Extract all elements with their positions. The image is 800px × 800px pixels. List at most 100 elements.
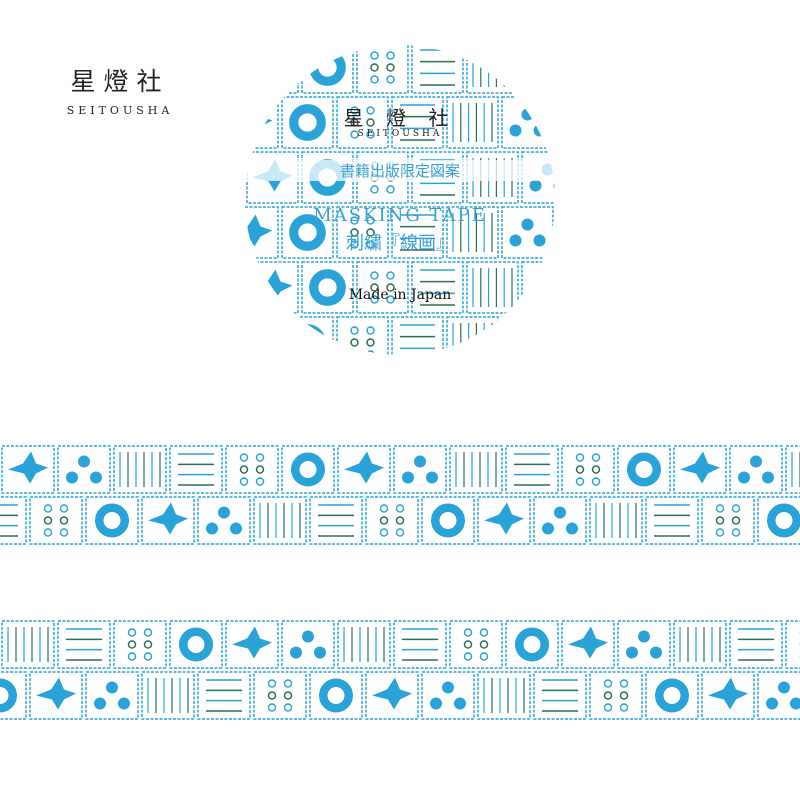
dot-icon bbox=[127, 652, 137, 661]
stitched-tile bbox=[197, 671, 251, 720]
stitched-tile bbox=[561, 445, 615, 494]
stitched-tile bbox=[391, 316, 444, 355]
dot-icon bbox=[302, 630, 314, 643]
stitched-tile bbox=[141, 671, 195, 720]
ring-icon bbox=[515, 627, 549, 662]
ring-icon bbox=[431, 503, 465, 538]
dot-icon bbox=[430, 697, 442, 710]
stitched-tile bbox=[785, 445, 800, 494]
stitched-tile bbox=[57, 620, 111, 669]
dot-icon bbox=[521, 218, 534, 231]
stitched-tile bbox=[245, 316, 279, 355]
bird-icon bbox=[245, 324, 273, 355]
stitched-tile bbox=[446, 96, 499, 149]
stitched-tile bbox=[391, 206, 444, 259]
ring-icon bbox=[319, 678, 353, 713]
bird-icon bbox=[484, 502, 524, 535]
dot-icon bbox=[366, 350, 375, 355]
dot-icon bbox=[414, 455, 426, 468]
dot-icon bbox=[715, 504, 725, 513]
stitched-tile bbox=[337, 620, 391, 669]
dot-icon bbox=[267, 691, 277, 700]
stitched-tile bbox=[169, 445, 223, 494]
dot-icon bbox=[715, 528, 725, 537]
stitched-tile bbox=[245, 96, 279, 149]
stitched-tile bbox=[411, 45, 464, 94]
dot-icon bbox=[553, 291, 555, 300]
dot-icon bbox=[463, 640, 473, 649]
dot-icon bbox=[638, 630, 650, 643]
dot-icon bbox=[542, 522, 554, 535]
dot-icon bbox=[395, 528, 405, 537]
stitched-tile bbox=[365, 496, 419, 545]
label-edition: 書籍出版限定図案 bbox=[245, 160, 555, 181]
dot-icon bbox=[267, 679, 277, 688]
dot-icon bbox=[479, 628, 489, 637]
ring-icon bbox=[767, 503, 800, 538]
stitched-tile bbox=[466, 45, 519, 94]
stitched-tile bbox=[501, 316, 554, 355]
stitched-tile bbox=[356, 45, 409, 94]
stitched-tile bbox=[1, 620, 55, 669]
stitched-tile bbox=[393, 445, 447, 494]
dot-icon bbox=[43, 504, 53, 513]
dot-icon bbox=[370, 75, 379, 84]
dot-icon bbox=[239, 465, 249, 474]
ring-icon bbox=[655, 678, 689, 713]
stitched-tile bbox=[29, 496, 83, 545]
brand-kanji: 星燈社 bbox=[70, 67, 170, 96]
stitched-tile bbox=[466, 261, 519, 314]
dot-icon bbox=[650, 646, 662, 659]
dot-icon bbox=[603, 703, 613, 712]
dot-icon bbox=[314, 646, 326, 659]
stitched-tile bbox=[446, 206, 499, 259]
dot-icon bbox=[366, 130, 375, 139]
bird-icon bbox=[148, 502, 188, 535]
stitched-tile bbox=[57, 445, 111, 494]
dot-icon bbox=[143, 652, 153, 661]
dot-icon bbox=[731, 504, 741, 513]
stitched-tile bbox=[113, 445, 167, 494]
ring-icon bbox=[289, 104, 326, 141]
tape-pattern bbox=[0, 620, 800, 720]
dot-icon bbox=[395, 504, 405, 513]
dot-icon bbox=[454, 697, 466, 710]
stitched-tile bbox=[501, 206, 554, 259]
dot-icon bbox=[350, 118, 359, 127]
stitched-tile bbox=[0, 496, 27, 545]
dot-icon bbox=[463, 652, 473, 661]
dot-icon bbox=[386, 271, 395, 280]
dot-icon bbox=[43, 516, 53, 525]
dot-icon bbox=[366, 228, 375, 237]
dot-icon bbox=[715, 516, 725, 525]
tape-pattern bbox=[0, 445, 800, 545]
dot-icon bbox=[350, 228, 359, 237]
dot-icon bbox=[366, 240, 375, 249]
dot-icon bbox=[118, 697, 130, 710]
dot-icon bbox=[366, 326, 375, 335]
dot-icon bbox=[603, 679, 613, 688]
dot-icon bbox=[78, 455, 90, 468]
dot-icon bbox=[127, 640, 137, 649]
dot-icon bbox=[442, 681, 454, 694]
dot-icon bbox=[750, 455, 762, 468]
dot-icon bbox=[366, 338, 375, 347]
dot-icon bbox=[239, 453, 249, 462]
brand-logo: 星燈社 SEITOUSHA bbox=[50, 62, 190, 117]
dot-icon bbox=[283, 691, 293, 700]
dot-icon bbox=[529, 289, 542, 302]
stitched-tile bbox=[729, 620, 783, 669]
dot-icon bbox=[509, 124, 522, 137]
dot-icon bbox=[350, 216, 359, 225]
stitched-tile bbox=[281, 316, 334, 355]
dot-icon bbox=[591, 477, 601, 486]
dot-icon bbox=[533, 344, 546, 355]
stitched-tile bbox=[701, 496, 755, 545]
dot-icon bbox=[206, 522, 218, 535]
stitched-tile bbox=[501, 96, 554, 149]
stitched-tile bbox=[533, 671, 587, 720]
dot-icon bbox=[290, 646, 302, 659]
stitched-tile bbox=[253, 671, 307, 720]
product-label-circle: 星 燈 社 SEITOUSHA 書籍出版限定図案 MASKING TAPE 刺繍… bbox=[245, 45, 555, 355]
dot-icon bbox=[230, 522, 242, 535]
